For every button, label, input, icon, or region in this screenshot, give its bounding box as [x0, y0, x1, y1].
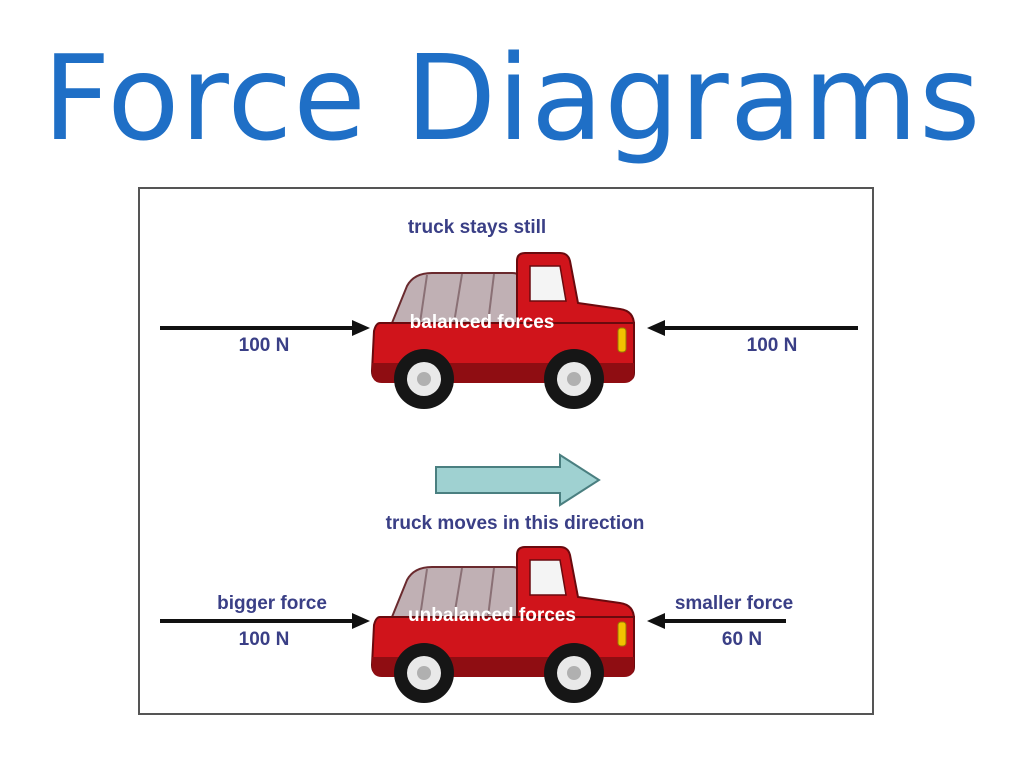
left-force-arrow-top	[160, 320, 370, 336]
band-label-bottom: unbalanced forces	[408, 605, 576, 626]
right-force-value-bottom: 60 N	[722, 629, 762, 650]
page-title: Force Diagrams	[42, 29, 982, 167]
diagram-frame: truck stays still balanced forces 100 N …	[138, 187, 874, 715]
top-caption: truck stays still	[408, 217, 546, 238]
right-force-arrow-bottom	[647, 613, 786, 629]
bigger-force-label: bigger force	[217, 593, 327, 614]
force-diagram: truck stays still balanced forces 100 N …	[160, 217, 858, 704]
motion-arrow	[435, 453, 601, 507]
motion-caption: truck moves in this direction	[386, 513, 645, 534]
right-force-value-top: 100 N	[747, 335, 798, 356]
left-force-arrow-bottom	[160, 613, 370, 629]
right-force-arrow-top	[647, 320, 858, 336]
smaller-force-label: smaller force	[675, 593, 793, 614]
left-force-value-bottom: 100 N	[239, 629, 290, 650]
left-force-value-top: 100 N	[239, 335, 290, 356]
band-label-top: balanced forces	[410, 312, 555, 333]
